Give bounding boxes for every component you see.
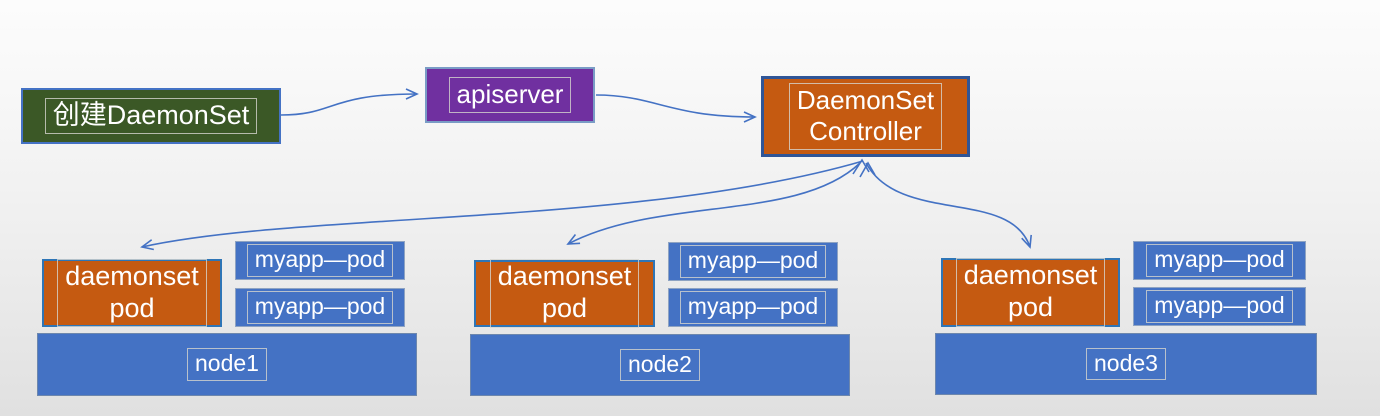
node1-daemonset-pod-label: daemonset pod xyxy=(57,258,207,328)
node2-box: node2 xyxy=(470,334,850,396)
node2-daemonset-line2: pod xyxy=(541,293,588,323)
apiserver-label: apiserver xyxy=(448,77,572,113)
node2-myapp-pod-2-box: myapp—pod xyxy=(668,288,838,327)
daemonset-controller-box: DaemonSet Controller xyxy=(761,76,970,157)
node2-daemonset-line1: daemonset xyxy=(497,261,632,292)
controller-label-line2: Controller xyxy=(809,116,922,146)
create-daemonset-label: 创建DaemonSet xyxy=(44,97,258,135)
node2-label: node2 xyxy=(620,348,700,382)
node1-daemonset-line1: daemonset xyxy=(65,260,199,291)
node3-box: node3 xyxy=(935,333,1317,395)
node3-myapp-pod-2-label: myapp—pod xyxy=(1146,290,1293,323)
arrow-create-to-apiserver xyxy=(280,88,419,116)
node1-myapp-pod-2-label: myapp—pod xyxy=(246,291,394,324)
node3-daemonset-pod-box: daemonset pod xyxy=(941,258,1120,327)
node1-label: node1 xyxy=(187,348,267,381)
controller-label-line1: DaemonSet xyxy=(796,85,935,116)
node3-myapp-pod-1-box: myapp—pod xyxy=(1133,241,1306,280)
node3-myapp-pod-2-box: myapp—pod xyxy=(1133,287,1306,326)
node2-myapp-pod-1-label: myapp—pod xyxy=(679,245,827,278)
daemonset-controller-label: DaemonSet Controller xyxy=(788,83,943,150)
node1-myapp-pod-1-label: myapp—pod xyxy=(246,244,394,277)
node3-daemonset-line2: pod xyxy=(1007,292,1054,322)
node1-daemonset-line2: pod xyxy=(109,292,155,323)
arrow-controller-to-pod1 xyxy=(140,160,864,251)
node2-myapp-pod-1-box: myapp—pod xyxy=(668,242,838,281)
node2-myapp-pod-2-label: myapp—pod xyxy=(679,291,827,324)
create-daemonset-box: 创建DaemonSet xyxy=(21,88,281,144)
node3-daemonset-line1: daemonset xyxy=(963,260,1098,291)
node1-myapp-pod-1-box: myapp—pod xyxy=(235,241,405,280)
node3-label: node3 xyxy=(1086,347,1166,381)
node2-daemonset-pod-label: daemonset pod xyxy=(489,259,640,328)
node3-myapp-pod-1-label: myapp—pod xyxy=(1146,244,1293,277)
node1-myapp-pod-2-box: myapp—pod xyxy=(235,288,405,327)
apiserver-box: apiserver xyxy=(425,67,595,123)
arrowhead-up-into-controller-2 xyxy=(859,161,876,178)
node3-daemonset-pod-label: daemonset pod xyxy=(955,258,1106,327)
arrow-controller-to-pod3 xyxy=(865,162,1032,249)
node1-daemonset-pod-box: daemonset pod xyxy=(42,258,222,328)
node2-daemonset-pod-box: daemonset pod xyxy=(474,259,655,328)
arrow-apiserver-to-controller xyxy=(595,94,757,123)
arrow-controller-to-pod2 xyxy=(566,162,861,245)
arrowhead-up-into-controller-1 xyxy=(852,158,870,175)
node1-box: node1 xyxy=(37,333,417,396)
